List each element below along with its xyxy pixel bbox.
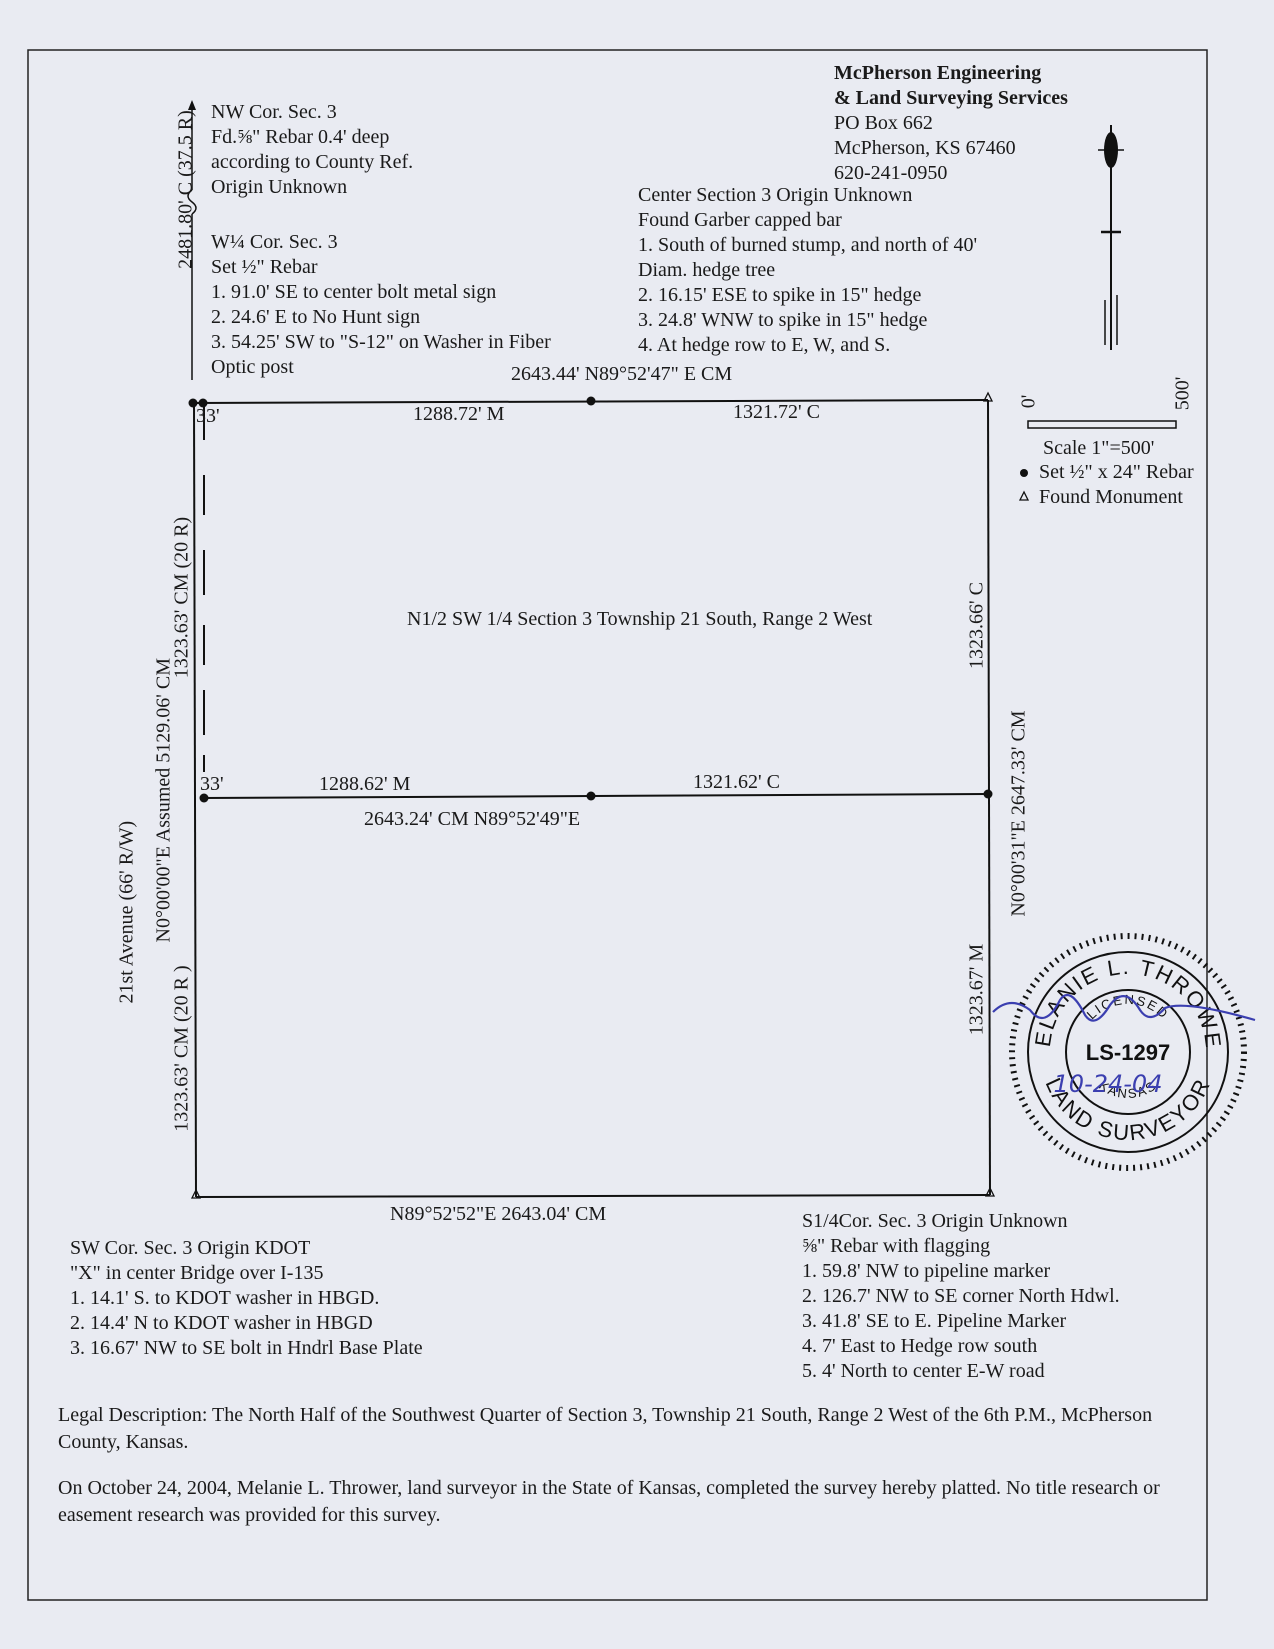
west-line <box>193 402 197 1198</box>
note-line: 1. 59.8' NW to pipeline marker <box>802 1260 1051 1282</box>
note-line: 1. 14.1' S. to KDOT washer in HBGD. <box>70 1287 380 1309</box>
legal-description: Legal Description: The North Half of the… <box>58 1404 1153 1453</box>
note-line: 4. 7' East to Hedge row south <box>802 1335 1038 1357</box>
note-line: ⅝" Rebar with flagging <box>802 1235 991 1257</box>
note-line: S1/4Cor. Sec. 3 Origin Unknown <box>802 1210 1068 1232</box>
west-total-bearing: N0°00'00"E Assumed 5129.06' CM <box>152 658 175 943</box>
note-line: Diam. hedge tree <box>638 259 776 281</box>
note-line: according to County Ref. <box>211 151 414 173</box>
w-quarter-corner-notes: W¼ Cor. Sec. 3 Set ½" Rebar 1. 91.0' SE … <box>211 230 551 380</box>
note-line: 3. 24.8' WNW to spike in 15" hedge <box>638 309 928 331</box>
nw-leg-arrow <box>188 100 196 110</box>
note-line: 2. 16.15' ESE to spike in 15" hedge <box>638 284 922 306</box>
firm-name-1: McPherson Engineering <box>834 62 1042 84</box>
firm-phone: 620-241-0950 <box>834 162 948 184</box>
surveyor-seal <box>1009 933 1247 1171</box>
note-line: NW Cor. Sec. 3 <box>211 101 337 123</box>
middle-total-bearing: 2643.24' CM N89°52'49"E <box>364 808 581 830</box>
note-line: W¼ Cor. Sec. 3 <box>211 231 338 253</box>
note-line: Fd.⅝" Rebar 0.4' deep <box>211 126 390 148</box>
firm-address-2: McPherson, KS 67460 <box>834 137 1016 159</box>
sw-corner-notes: SW Cor. Sec. 3 Origin KDOT "X" in center… <box>70 1236 423 1361</box>
note-line: 4. At hedge row to E, W, and S. <box>638 334 891 356</box>
note-line: Center Section 3 Origin Unknown <box>638 184 913 206</box>
road-label: 21st Avenue (66' R/W) <box>115 820 138 1004</box>
certification: On October 24, 2004, Melanie L. Thrower,… <box>58 1477 1160 1526</box>
note-line: 1. 91.0' SE to center bolt metal sign <box>211 281 497 303</box>
middle-right-distance: 1321.62' C <box>693 771 780 793</box>
south-line <box>195 1194 991 1198</box>
sheet-border <box>27 49 1208 1601</box>
north-offset: 33' <box>196 405 220 427</box>
nw-corner-notes: NW Cor. Sec. 3 Fd.⅝" Rebar 0.4' deep acc… <box>211 100 413 200</box>
note-line: 5. 4' North to center E-W road <box>802 1360 1045 1382</box>
legend-found-monument: Found Monument <box>1039 486 1183 508</box>
seal-number: LS-1297 <box>1086 1040 1170 1065</box>
s-quarter-corner-notes: S1/4Cor. Sec. 3 Origin Unknown ⅝" Rebar … <box>802 1209 1120 1384</box>
note-line: 3. 54.25' SW to "S-12" on Washer in Fibe… <box>211 331 551 353</box>
north-total-bearing: 2643.44' N89°52'47" E CM <box>511 363 733 385</box>
seal-date: 10-24-04 <box>1054 1070 1163 1098</box>
note-line: "X" in center Bridge over I-135 <box>70 1262 324 1284</box>
scale-bar <box>1027 420 1177 429</box>
center-section-notes: Center Section 3 Origin Unknown Found Ga… <box>638 183 977 358</box>
scale-zero-label: 0' <box>1017 394 1040 409</box>
note-line: SW Cor. Sec. 3 Origin KDOT <box>70 1237 311 1259</box>
note-line: 2. 126.7' NW to SE corner North Hdwl. <box>802 1285 1120 1307</box>
note-line: 2. 14.4' N to KDOT washer in HBGD <box>70 1312 373 1334</box>
scale-label: Scale 1"=500' <box>1043 437 1155 459</box>
east-upper-distance: 1323.66' C <box>965 582 988 669</box>
east-total-bearing: N0°00'31"E 2647.33' CM <box>1007 710 1030 917</box>
set-rebar-markers <box>188 396 993 803</box>
note-line: Set ½" Rebar <box>211 256 318 278</box>
firm-block: McPherson Engineering & Land Surveying S… <box>834 61 1068 186</box>
note-line: Origin Unknown <box>211 176 348 198</box>
note-line: 3. 41.8' SE to E. Pipeline Marker <box>802 1310 1067 1332</box>
middle-offset: 33' <box>200 773 224 795</box>
south-total-bearing: N89°52'52"E 2643.04' CM <box>390 1203 607 1225</box>
nw-leg-distance: 2481.80' C (37.5 R) <box>174 110 197 269</box>
legend-set-dot <box>1020 469 1028 477</box>
tract-label: N1/2 SW 1/4 Section 3 Township 21 South,… <box>407 608 873 630</box>
note-line: Found Garber capped bar <box>638 209 842 231</box>
legend-found-triangle <box>1018 490 1030 501</box>
west-lower-distance: 1323.63' CM (20 R ) <box>170 965 193 1132</box>
north-arrow-icon <box>1098 125 1124 350</box>
firm-name-2: & Land Surveying Services <box>834 87 1068 109</box>
east-lower-distance: 1323.67' M <box>965 943 988 1036</box>
north-left-distance: 1288.72' M <box>413 403 505 425</box>
note-line: 1. South of burned stump, and north of 4… <box>638 234 978 256</box>
scale-max-label: 500' <box>1171 376 1194 411</box>
legend-set-rebar: Set ½" x 24" Rebar <box>1039 461 1194 483</box>
nw-leg-break <box>187 189 197 215</box>
note-line: 2. 24.6' E to No Hunt sign <box>211 306 421 328</box>
note-line: 3. 16.67' NW to SE bolt in Hndrl Base Pl… <box>70 1337 423 1359</box>
surveyor-signature <box>992 993 1256 1022</box>
north-right-distance: 1321.72' C <box>733 401 820 423</box>
firm-address-1: PO Box 662 <box>834 112 933 134</box>
found-monument-markers <box>190 391 996 1199</box>
middle-left-distance: 1288.62' M <box>319 773 411 795</box>
note-line: Optic post <box>211 356 294 378</box>
